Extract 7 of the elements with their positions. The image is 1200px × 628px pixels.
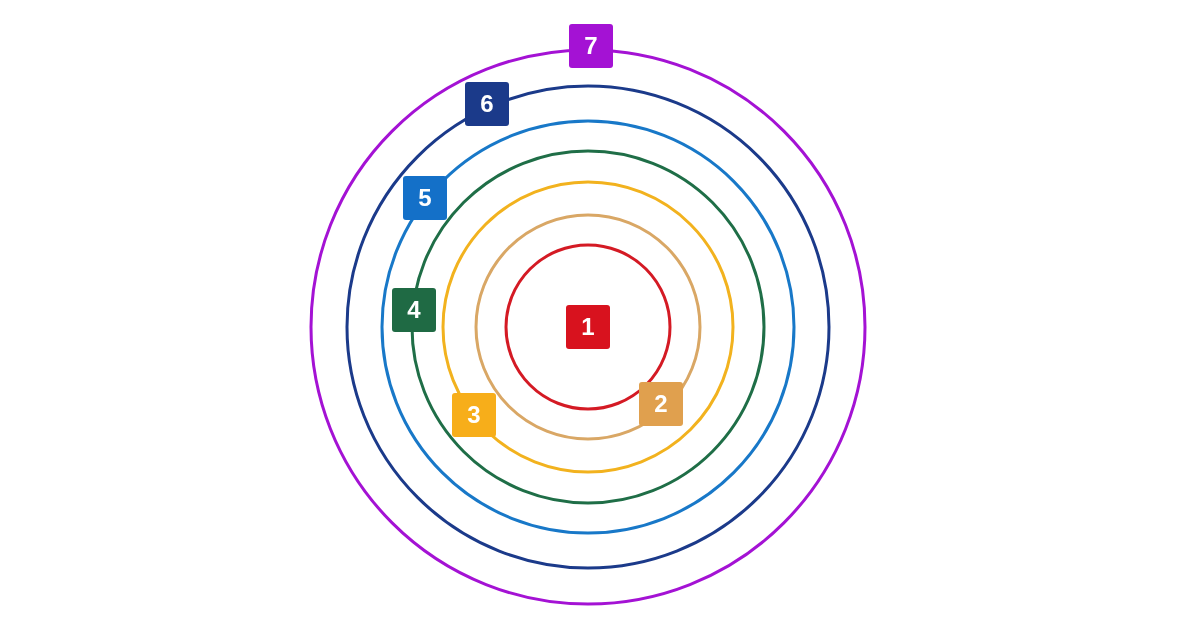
number-badge: 3 — [452, 393, 496, 437]
number-badge: 1 — [566, 305, 610, 349]
number-badge: 7 — [569, 24, 613, 68]
number-badge: 2 — [639, 382, 683, 426]
number-badge: 6 — [465, 82, 509, 126]
number-badge: 4 — [392, 288, 436, 332]
number-badge: 5 — [403, 176, 447, 220]
